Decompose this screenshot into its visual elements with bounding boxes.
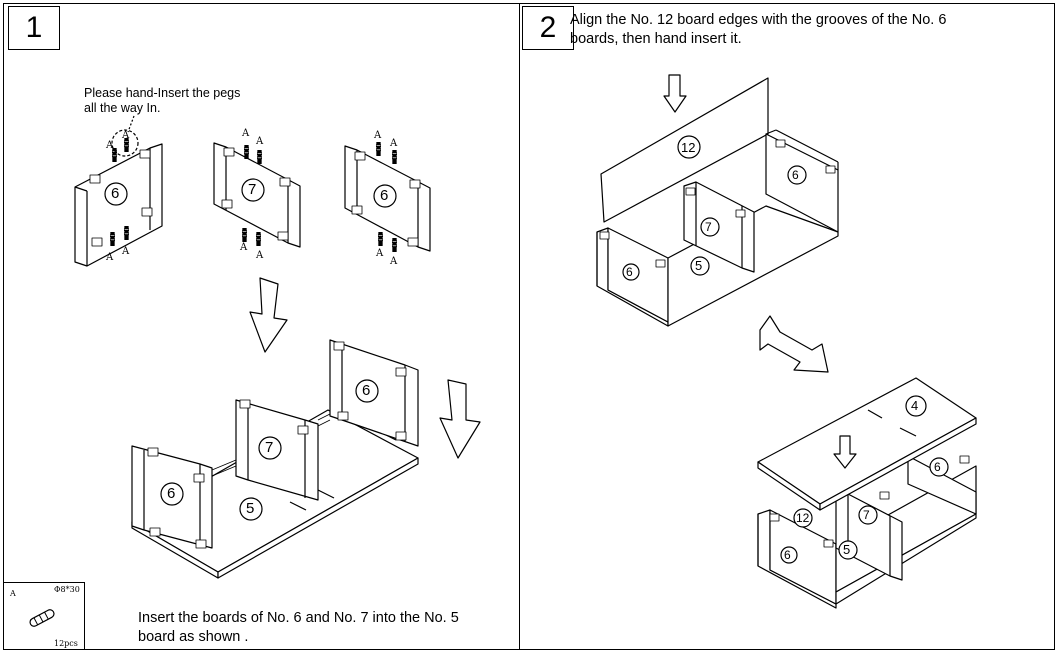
peg-label: A — [240, 242, 248, 253]
peg-label: A — [242, 128, 250, 139]
panel-number: 5 — [843, 542, 851, 557]
panel-number: 5 — [246, 500, 255, 517]
panel-number: 7 — [265, 439, 274, 456]
peg-label: A — [106, 252, 114, 263]
panel-number: 6 — [934, 460, 941, 474]
panel-number: 7 — [705, 220, 712, 234]
assembly-6-left — [131, 445, 213, 549]
instruction-frame — [3, 3, 1055, 650]
peg-label: A — [256, 136, 264, 147]
peg-label: A — [374, 130, 382, 141]
panel-number: 6 — [784, 548, 791, 562]
hardware-size: Φ8*30 — [54, 585, 80, 594]
assembly-7 — [235, 399, 319, 501]
panel-6-left — [74, 143, 163, 267]
peg-label: A — [122, 246, 130, 257]
peg-insert-note: Please hand-Insert the pegs all the way … — [84, 86, 241, 115]
peg-label: A — [390, 138, 398, 149]
step1-caption-line2: board as shown . — [138, 629, 249, 645]
assembly-6-right — [329, 339, 419, 447]
panel-number: 6 — [362, 382, 371, 399]
dowel-peg-icon — [29, 609, 55, 627]
step2-text-line1: Align the No. 12 board edges with the gr… — [570, 12, 947, 28]
panel-number: 7 — [863, 508, 870, 522]
peg-label: A — [122, 130, 130, 141]
step1-caption-line1: Insert the boards of No. 6 and No. 7 int… — [138, 610, 459, 626]
peg-label: A — [256, 250, 264, 261]
panel-number: 12 — [681, 140, 696, 155]
panel-number: 6 — [167, 485, 176, 502]
panel-number: 6 — [111, 185, 120, 202]
panel-number: 5 — [695, 258, 703, 273]
lower-cabinet — [757, 455, 977, 609]
panel-number: 12 — [796, 511, 810, 525]
hardware-letter: A — [10, 589, 16, 598]
peg-label: A — [106, 140, 114, 151]
step-number-2: 2 — [522, 6, 574, 50]
panel-number: 6 — [792, 168, 799, 182]
panel-number: 7 — [248, 181, 257, 198]
panel-number: 6 — [380, 187, 389, 204]
step-divider — [519, 3, 520, 650]
panel-number: 4 — [911, 398, 919, 413]
hardware-qty: 12pcs — [54, 639, 78, 648]
peg-label: A — [390, 256, 398, 267]
step-number-1: 1 — [8, 6, 60, 50]
panel-number: 6 — [626, 265, 633, 279]
peg-label: A — [376, 248, 384, 259]
panel-6-right — [344, 145, 431, 252]
step2-text-line2: boards, then hand insert it. — [570, 31, 742, 47]
hardware-box: A Φ8*30 12pcs — [3, 582, 85, 650]
